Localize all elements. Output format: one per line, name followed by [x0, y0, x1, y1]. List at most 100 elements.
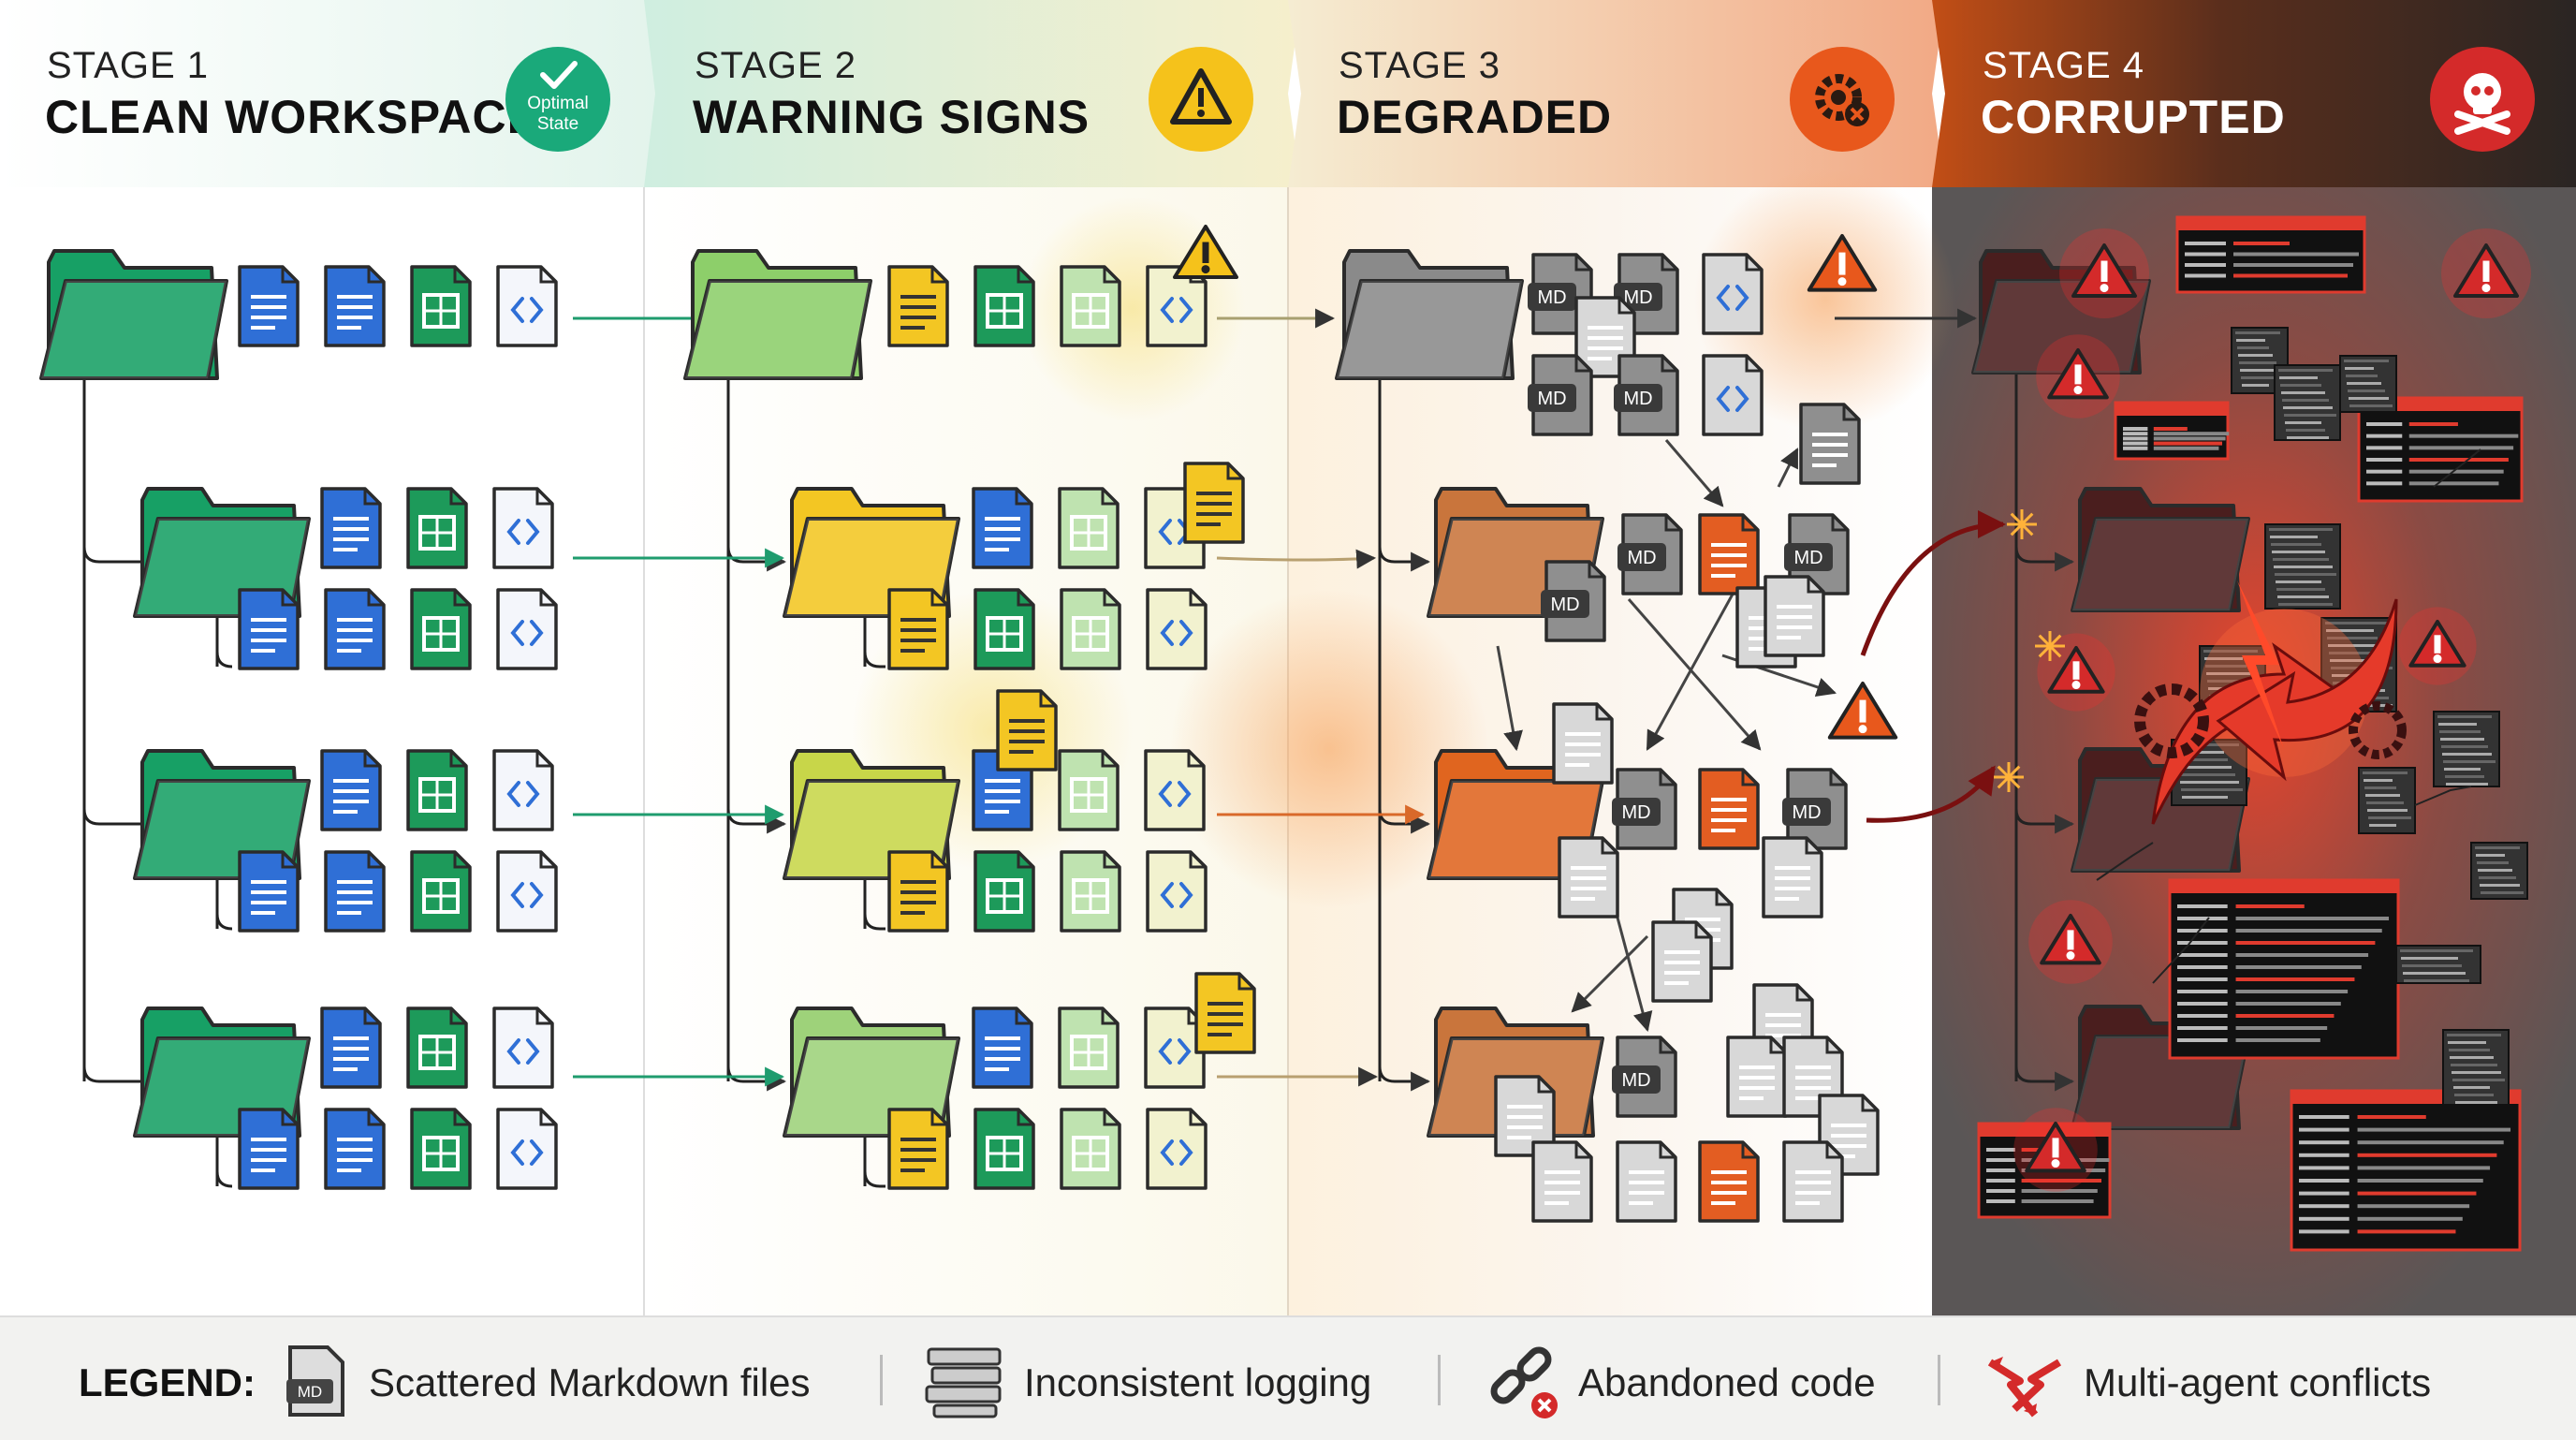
error-terminal-window	[2175, 215, 2366, 294]
spreadsheet-file-icon	[406, 749, 468, 831]
markdown-file-icon: MD	[1782, 768, 1848, 850]
markdown-file-icon: MD	[1617, 513, 1683, 595]
document-file-icon	[320, 1007, 382, 1089]
document-file-icon	[1552, 702, 1614, 785]
document-file-icon	[1726, 1036, 1788, 1118]
md-tag: MD	[1793, 548, 1822, 568]
spreadsheet-file-icon	[406, 487, 468, 569]
error-warning-icon	[2040, 914, 2101, 965]
document-file-icon	[320, 487, 382, 569]
md-tag: MD	[1623, 389, 1652, 409]
document-file-icon	[887, 1108, 949, 1190]
markdown-file-icon: MD	[1612, 1036, 1677, 1118]
code-file-icon	[492, 1007, 554, 1089]
document-file-icon	[1651, 920, 1713, 1003]
code-file-icon	[1146, 850, 1208, 933]
legend-label: Scattered Markdown files	[369, 1360, 811, 1404]
stage-1-header: STAGE 1 CLEAN WORKSPACE Optimal State	[0, 0, 644, 187]
stage-title: DEGRADED	[1337, 91, 1613, 143]
spreadsheet-file-icon	[410, 850, 472, 933]
stage-number: STAGE 1	[47, 45, 209, 86]
error-warning-icon	[2025, 1122, 2086, 1173]
markdown-file-icon: MD	[1541, 560, 1606, 642]
document-file-icon	[1558, 836, 1619, 918]
folder-icon	[39, 249, 228, 380]
warning-badge	[1149, 47, 1253, 152]
document-file-icon	[1698, 1140, 1760, 1223]
code-file-icon	[496, 265, 558, 347]
spreadsheet-file-icon	[973, 588, 1035, 670]
conflict-arrow	[2216, 598, 2398, 782]
document-file-icon	[1616, 1140, 1677, 1223]
glitch-block	[2274, 364, 2341, 441]
crack-line	[2152, 917, 2210, 984]
document-file-icon	[887, 265, 949, 347]
md-tag: MD	[1623, 287, 1652, 308]
code-file-icon	[1702, 253, 1764, 335]
conflict-arrows-icon	[1987, 1357, 2062, 1418]
document-file-icon	[1764, 575, 1825, 657]
spreadsheet-file-icon	[973, 1108, 1035, 1190]
code-file-icon	[496, 850, 558, 933]
md-tag: MD	[1537, 287, 1566, 308]
stacked-logs-icon	[925, 1347, 1002, 1418]
spark-icon	[2035, 631, 2065, 661]
broken-gear-icon	[2134, 683, 2209, 758]
stage-4-header: STAGE 4 CORRUPTED	[1936, 0, 2576, 187]
md-tag: MD	[1627, 548, 1656, 568]
spreadsheet-file-icon	[973, 850, 1035, 933]
corrupted-folder-icon	[2071, 487, 2250, 612]
glitch-block	[2395, 945, 2481, 984]
glitch-block	[2358, 767, 2416, 834]
document-file-icon	[1799, 403, 1861, 485]
warning-icon	[1173, 225, 1238, 279]
document-file-icon	[1698, 768, 1760, 850]
glitch-block	[2264, 523, 2341, 610]
spark-icon	[1994, 762, 2024, 792]
glitch-block	[2470, 842, 2528, 900]
crack-line	[2433, 448, 2481, 488]
glitch-block	[2339, 355, 2397, 413]
legend-divider	[880, 1355, 883, 1405]
broken-link-icon	[1490, 1346, 1558, 1418]
md-tag: MD	[1550, 595, 1579, 615]
markdown-file-icon: MD	[286, 1345, 344, 1417]
document-file-icon	[324, 850, 386, 933]
glitch-block	[2442, 1029, 2510, 1106]
broken-gear-icon	[1815, 74, 1869, 126]
spreadsheet-file-icon	[406, 1007, 468, 1089]
document-file-icon	[1531, 1140, 1593, 1223]
document-file-icon	[1183, 462, 1245, 544]
legend-label: Abandoned code	[1578, 1360, 1876, 1404]
document-file-icon	[887, 850, 949, 933]
warning-icon	[1170, 68, 1232, 125]
legend-divider	[1438, 1355, 1441, 1405]
document-file-icon	[324, 588, 386, 670]
error-warning-icon	[2071, 243, 2137, 298]
corrupted-badge	[2430, 47, 2535, 152]
stage-title: CLEAN WORKSPACE	[45, 91, 539, 143]
document-file-icon	[324, 265, 386, 347]
stage-number: STAGE 3	[1339, 45, 1500, 86]
markdown-file-icon: MD	[1528, 354, 1593, 436]
spreadsheet-file-icon	[410, 265, 472, 347]
error-warning-icon	[2408, 620, 2466, 668]
folder-icon	[1335, 249, 1524, 380]
document-file-icon	[1698, 513, 1760, 595]
spreadsheet-file-icon	[1060, 265, 1121, 347]
md-tag: MD	[1537, 389, 1566, 409]
code-file-icon	[496, 588, 558, 670]
error-terminal-window	[2290, 1089, 2522, 1252]
document-file-icon	[996, 689, 1058, 771]
conflict-arrow	[2151, 642, 2343, 825]
folder-icon	[683, 249, 872, 380]
spreadsheet-file-icon	[973, 265, 1035, 347]
markdown-file-icon: MD	[1612, 768, 1677, 850]
code-file-icon	[1146, 1108, 1208, 1190]
spreadsheet-file-icon	[410, 588, 472, 670]
document-file-icon	[238, 850, 300, 933]
optimal-state-badge: Optimal State	[505, 47, 610, 152]
error-terminal-window	[2114, 401, 2230, 461]
document-file-icon	[238, 1108, 300, 1190]
